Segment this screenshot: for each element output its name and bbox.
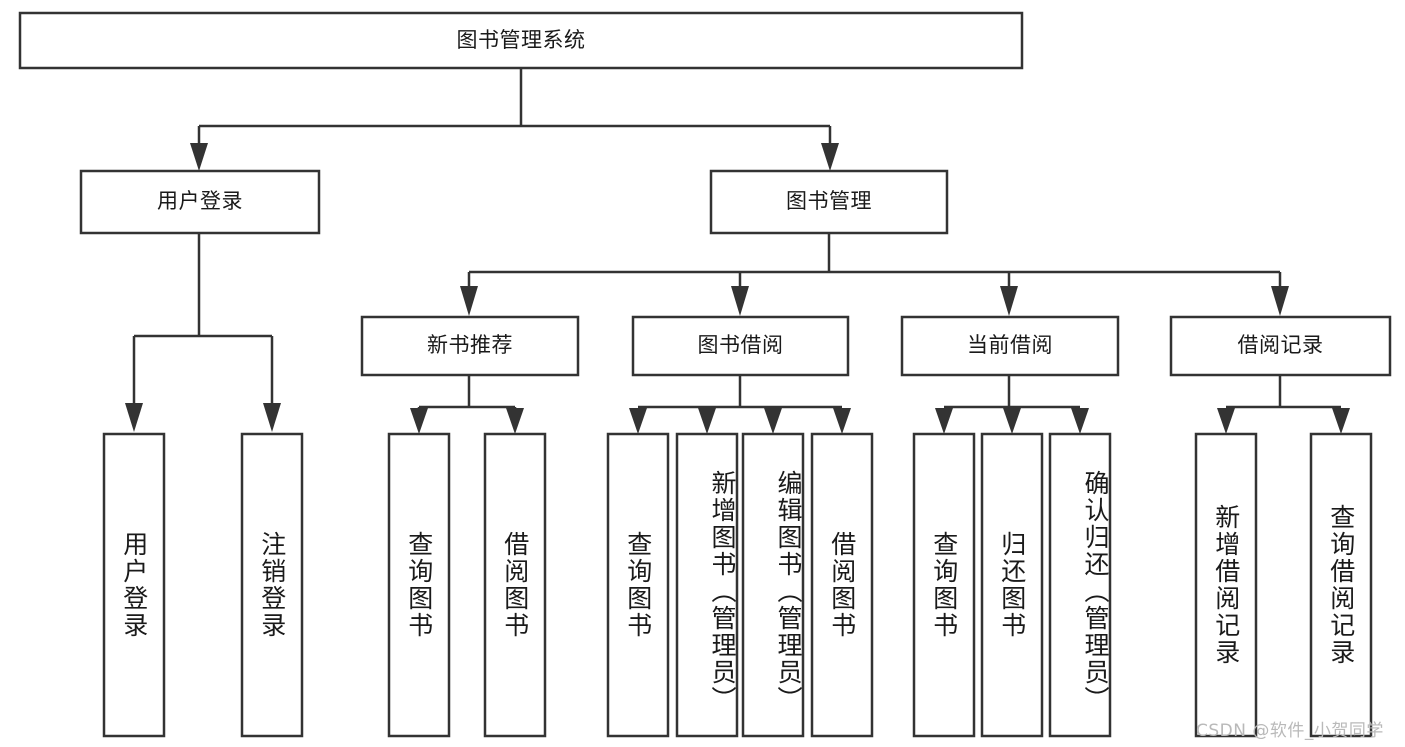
arrow-head-bb-leaf-4: [833, 408, 851, 434]
arrow-head-cb-leaf-1: [935, 408, 953, 434]
arrow-head-bb-leaf-3: [764, 408, 782, 434]
node-leaf-new-book-recommend-1[interactable]: [387, 432, 451, 738]
arrow-head-user-login-leaf-1: [125, 403, 143, 432]
arrow-head-br-leaf-2: [1332, 408, 1350, 434]
node-leaf-current-borrow-1[interactable]: [912, 432, 976, 738]
arrow-head-cb-leaf-3: [1071, 408, 1089, 434]
node-root-book-management-system[interactable]: [18, 11, 1024, 70]
arrow-head-nbr-leaf-1: [410, 408, 428, 434]
arrow-head-nbr-leaf-2: [506, 408, 524, 434]
node-leaf-book-borrow-2[interactable]: [675, 432, 739, 738]
node-leaf-current-borrow-2[interactable]: [980, 432, 1044, 738]
node-borrow-record[interactable]: [1169, 315, 1392, 377]
arrow-head-bb-leaf-2: [698, 408, 716, 434]
node-leaf-book-borrow-3[interactable]: [741, 432, 805, 738]
node-leaf-book-borrow-1[interactable]: [606, 432, 670, 738]
arrow-head-book-borrow: [731, 286, 749, 316]
node-user-login[interactable]: [79, 169, 321, 235]
node-book-borrow[interactable]: [631, 315, 850, 377]
arrow-head-bb-leaf-1: [629, 408, 647, 434]
arrow-head-to-user-login: [190, 143, 208, 171]
arrow-head-borrow-record: [1271, 286, 1289, 316]
arrow-head-user-login-leaf-2: [263, 403, 281, 432]
node-leaf-borrow-record-2[interactable]: [1309, 432, 1373, 738]
node-new-book-recommend[interactable]: [360, 315, 580, 377]
node-leaf-book-borrow-4[interactable]: [810, 432, 874, 738]
watermark-text: CSDN @软件_小贺同学: [1196, 721, 1384, 741]
node-leaf-borrow-record-1[interactable]: [1194, 432, 1258, 738]
node-leaf-current-borrow-3[interactable]: [1048, 432, 1112, 738]
arrow-head-new-book-recommend: [460, 286, 478, 316]
node-book-management[interactable]: [709, 169, 949, 235]
arrow-head-br-leaf-1: [1217, 408, 1235, 434]
node-leaf-user-login-2[interactable]: [240, 432, 304, 738]
node-leaf-new-book-recommend-2[interactable]: [483, 432, 547, 738]
arrow-head-current-borrow: [1000, 286, 1018, 316]
node-current-borrow[interactable]: [900, 315, 1120, 377]
node-leaf-user-login-1[interactable]: [102, 432, 166, 738]
arrow-head-cb-leaf-2: [1003, 408, 1021, 434]
arrow-head-to-book-management: [821, 143, 839, 171]
